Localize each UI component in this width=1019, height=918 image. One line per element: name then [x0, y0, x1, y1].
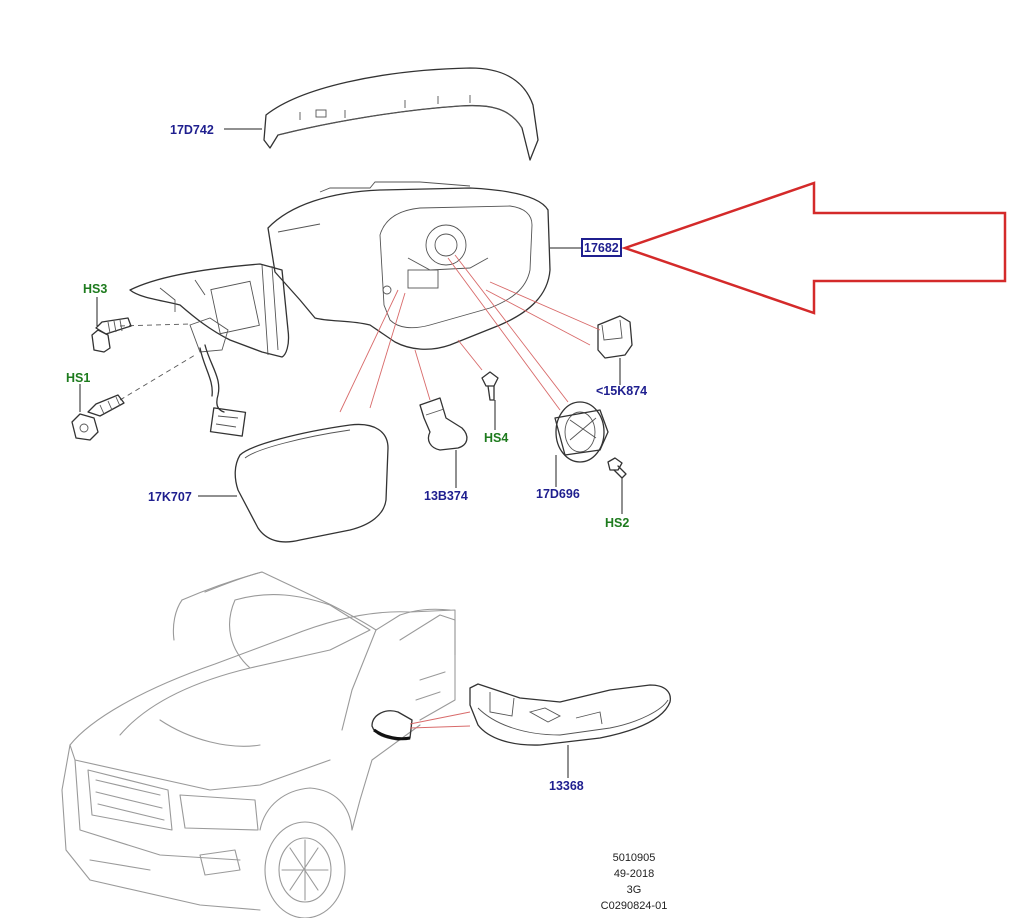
footer-line-2: 49-2018: [614, 868, 654, 880]
footer-line-4: C0290824-01: [601, 900, 668, 912]
label-hs4: HS4: [484, 431, 508, 445]
mirror-glass-drawing: [234, 423, 389, 543]
label-bracket-clip: <15K874: [596, 384, 647, 398]
footer-line-3: 3G: [627, 884, 642, 896]
mirror-cover-drawing: [263, 67, 539, 161]
label-hs1: HS1: [66, 371, 90, 385]
label-mirror-housing: 17682: [584, 241, 619, 255]
label-mirror-glass: 17K707: [148, 490, 192, 504]
label-indicator-lamp: 13368: [549, 779, 584, 793]
highlight-arrow: [621, 181, 1007, 315]
bracket-clip-drawing: [597, 315, 633, 359]
hs4-screw-drawing: [481, 371, 499, 401]
label-hs2: HS2: [605, 516, 629, 530]
label-mirror-motor: 17D696: [536, 487, 580, 501]
hs1-bolt-drawing: [71, 394, 125, 441]
label-mirror-cover: 17D742: [170, 123, 214, 137]
mirror-motor-drawing: [554, 401, 609, 463]
car-outline-drawing: [61, 571, 456, 918]
mirror-base-harness-drawing: [129, 263, 290, 437]
cable-guide-drawing: [419, 397, 468, 451]
indicator-lamp-drawing: [469, 683, 671, 746]
label-cable-guide: 13B374: [424, 489, 468, 503]
label-hs3: HS3: [83, 282, 107, 296]
hs3-screw-drawing: [91, 317, 132, 353]
highlight-box: [581, 238, 622, 257]
hs2-screw-drawing: [607, 457, 627, 479]
mirror-housing-drawing: [267, 181, 551, 350]
footer-line-1: 5010905: [613, 852, 656, 864]
